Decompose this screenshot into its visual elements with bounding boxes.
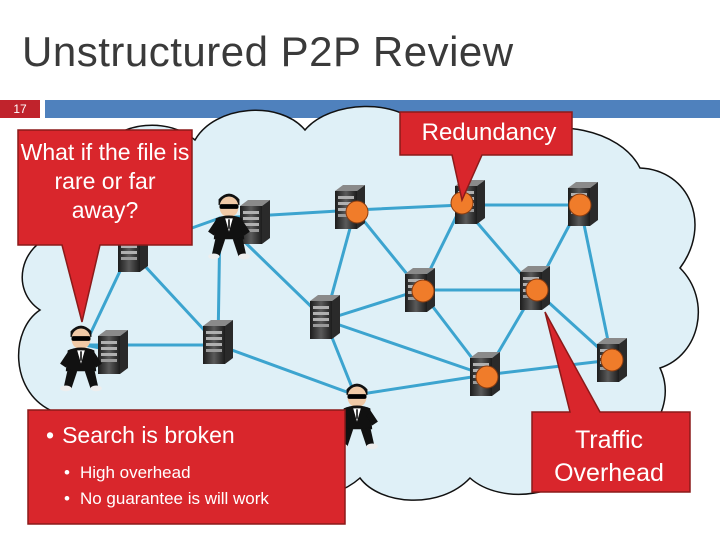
highlight-dot-icon bbox=[525, 278, 549, 302]
highlight-dots bbox=[345, 191, 624, 389]
callout-rare-file: What if the file is rare or far away? bbox=[20, 139, 190, 223]
callout-traffic-shape bbox=[531, 311, 691, 493]
slide-title: Unstructured P2P Review bbox=[22, 28, 514, 75]
link bbox=[483, 358, 614, 377]
highlight-dot-icon bbox=[411, 279, 435, 303]
highlight-dot-icon bbox=[600, 348, 624, 372]
link bbox=[323, 288, 422, 322]
link bbox=[353, 373, 487, 397]
callout-traffic-line2: Overhead bbox=[554, 459, 664, 487]
server-icon bbox=[98, 330, 128, 374]
callout-traffic-line1: Traffic bbox=[574, 426, 644, 454]
callout-rare-shape bbox=[17, 129, 193, 323]
link bbox=[216, 343, 357, 397]
link bbox=[578, 203, 614, 362]
callout-redundancy-shape bbox=[399, 111, 573, 203]
search-broken-box: Search is broken High overhead No guaran… bbox=[30, 412, 345, 524]
highlight-dot-icon bbox=[345, 200, 369, 224]
search-broken-heading: Search is broken bbox=[46, 422, 345, 449]
highlight-dot-icon bbox=[475, 365, 499, 389]
search-point: High overhead bbox=[64, 463, 345, 483]
link bbox=[353, 203, 464, 212]
server-icon bbox=[310, 295, 340, 339]
callout-traffic-overhead: Traffic Overhead bbox=[534, 424, 684, 490]
search-point: No guarantee is will work bbox=[64, 489, 345, 509]
link bbox=[323, 318, 487, 377]
search-broken-points: High overhead No guarantee is will work bbox=[64, 463, 345, 509]
highlight-dot-icon bbox=[568, 193, 592, 217]
server-icon bbox=[203, 320, 233, 364]
server-icon bbox=[240, 200, 270, 244]
slide-number: 17 bbox=[0, 100, 40, 118]
callout-redundancy: Redundancy bbox=[421, 119, 557, 146]
